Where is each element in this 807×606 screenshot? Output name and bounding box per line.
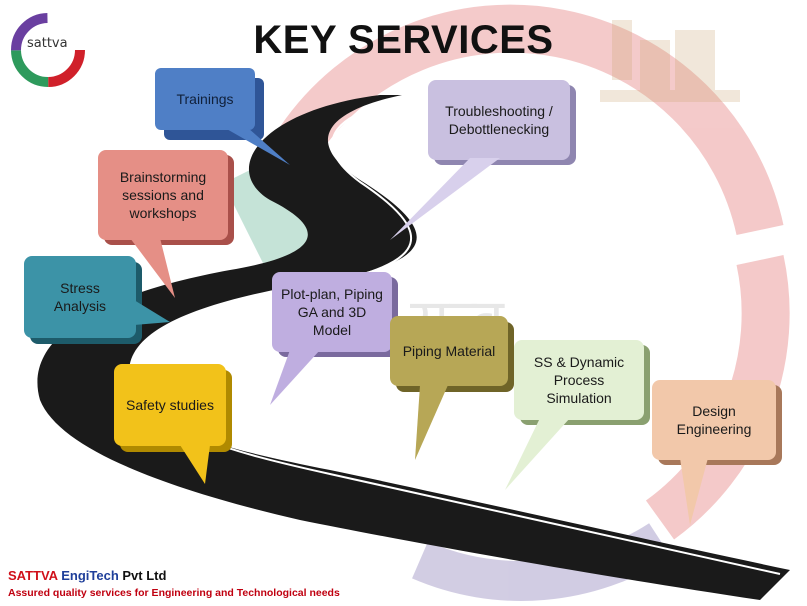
label-ss: SS & Dynamic Process Simulation [533,354,625,406]
page-title: KEY SERVICES [253,18,554,62]
bubble-plotplan [270,272,398,405]
footer-company: SATTVA EngiTech Pvt Ltd [8,568,166,583]
footer-tagline: Assured quality services for Engineering… [8,587,340,599]
bubble-safety [114,364,232,484]
label-piping: Piping Material [402,343,496,359]
label-stress: Stress Analysis [53,280,107,314]
bubble-trainings [155,68,290,165]
bubble-stress [24,256,170,344]
bubble-piping [390,316,514,460]
bubble-brainstorming [98,150,234,298]
company-name-1: SATTVA [8,568,58,583]
label-brainstorming: Brainstorming sessions and workshops [119,169,207,221]
label-plotplan: Plot-plan, Piping GA and 3D Model [281,286,383,338]
bubble-ss [505,340,650,490]
company-name-3: Pvt Ltd [122,568,167,583]
sattva-logo [11,13,85,87]
bubble-troubleshooting [390,80,576,240]
bubble-design [652,380,782,525]
logo-text: sattva [27,36,68,51]
factory-watermark [600,20,740,102]
company-name-2: EngiTech [61,568,119,583]
road [37,95,791,600]
label-trainings: Trainings [176,91,234,107]
label-safety: Safety studies [126,397,214,413]
label-design: Design Engineering [676,403,752,437]
label-troubleshooting: Troubleshooting / Debottlenecking [445,103,553,137]
